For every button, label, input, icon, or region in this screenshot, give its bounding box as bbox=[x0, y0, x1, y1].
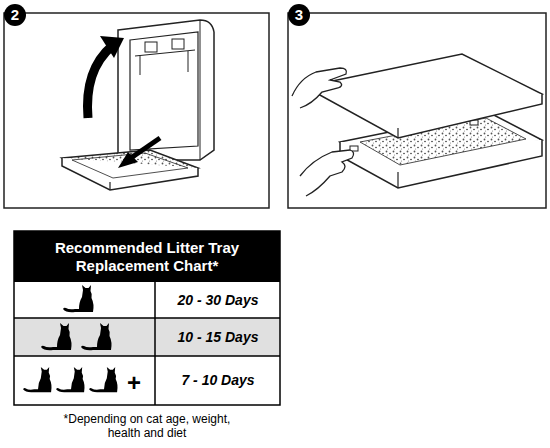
footnote-box: *Depending on cat age, weight, health an… bbox=[14, 406, 280, 446]
callout-number-box: 3 bbox=[288, 4, 310, 26]
table-cell: 10 - 15 Days bbox=[178, 329, 259, 346]
table-title-box: Recommended Litter Tray Replacement Char… bbox=[14, 231, 280, 282]
table-cell-box: 10 - 15 Days bbox=[156, 318, 280, 356]
cat-icon bbox=[63, 285, 94, 312]
callout-number: 3 bbox=[295, 6, 303, 24]
step-2-panel bbox=[4, 4, 269, 208]
table-cell: 7 - 10 Days bbox=[181, 372, 254, 389]
callout-circle bbox=[4, 4, 26, 26]
step-3-panel bbox=[288, 4, 546, 208]
cat-icon bbox=[56, 367, 84, 392]
plus-sign: + bbox=[127, 369, 141, 398]
cat-icon bbox=[89, 367, 117, 392]
callout-number-box: 2 bbox=[4, 4, 26, 26]
plus-sign-box: + bbox=[121, 368, 147, 398]
callout-circle bbox=[288, 4, 310, 26]
callout-number: 2 bbox=[11, 6, 19, 24]
cat-icon bbox=[41, 323, 72, 350]
table-cell-box: 7 - 10 Days bbox=[156, 356, 280, 405]
cat-icon bbox=[23, 367, 51, 392]
cat-icon bbox=[81, 323, 112, 350]
replacement-table bbox=[14, 231, 280, 405]
footnote: *Depending on cat age, weight, health an… bbox=[52, 412, 242, 441]
table-cell-box: 20 - 30 Days bbox=[156, 282, 280, 318]
table-title: Recommended Litter Tray Replacement Char… bbox=[45, 239, 250, 275]
table-cell: 20 - 30 Days bbox=[178, 292, 259, 309]
